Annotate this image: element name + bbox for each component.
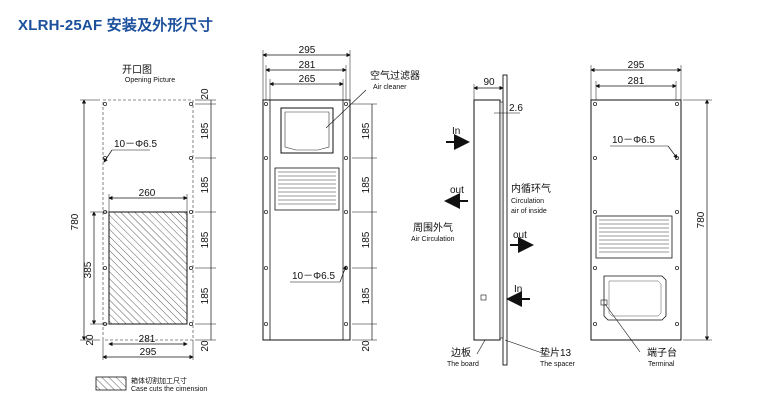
dim-cut-260: 260 bbox=[139, 188, 156, 199]
holes-callout-2: 10－Φ6.5 bbox=[292, 271, 335, 282]
opening-label-en: Opening Picture bbox=[125, 77, 175, 84]
air-cleaner-en: Air cleaner bbox=[373, 84, 407, 91]
dim-bottom-295: 295 bbox=[140, 347, 157, 358]
legend: 箱体切割加工尺寸 Case cuts the cimension bbox=[95, 376, 207, 393]
rear-louvers bbox=[595, 215, 673, 259]
front-right-dim-2: 185 bbox=[361, 176, 372, 193]
air-cleaner-cn: 空气过滤器 bbox=[370, 69, 420, 82]
front-right-dim-4: 185 bbox=[361, 287, 372, 304]
dim-height-780: 780 bbox=[70, 213, 81, 230]
side-body bbox=[473, 99, 501, 341]
inner-circ-cn: 内循环气 bbox=[511, 182, 551, 195]
inner-circ-en2: air of inside bbox=[511, 208, 547, 215]
rear-view: 295 281 bbox=[590, 60, 712, 368]
rear-dim-281: 281 bbox=[628, 76, 645, 87]
page-title: XLRH-25AF 安装及外形尺寸 bbox=[18, 17, 214, 34]
front-louvers bbox=[274, 167, 340, 211]
side-board bbox=[502, 74, 508, 366]
terminal-block bbox=[600, 299, 608, 306]
side-dim-90: 90 bbox=[483, 77, 495, 88]
unit-outline-dashed bbox=[102, 99, 194, 341]
side-spacer bbox=[499, 101, 504, 339]
spacer-en: The spacer bbox=[540, 361, 576, 368]
dim-bottom-281: 281 bbox=[139, 334, 156, 345]
right-dim-1: 20 bbox=[200, 88, 211, 100]
in-label-2: In bbox=[514, 284, 522, 295]
front-dim-295: 295 bbox=[299, 45, 316, 56]
opening-view: 开口图 Opening Picture 780 385 260 28 bbox=[70, 64, 216, 360]
terminal-cn: 端子台 bbox=[647, 346, 677, 359]
holes-callout-3: 10－Φ6.5 bbox=[612, 135, 655, 146]
air-cleaner-frame bbox=[280, 107, 334, 154]
outer-air-cn: 周围外气 bbox=[413, 221, 453, 234]
rear-dim-780: 780 bbox=[696, 211, 707, 228]
in-label-1: In bbox=[452, 126, 460, 137]
cut-area-hatched bbox=[108, 211, 188, 325]
rear-dim-295: 295 bbox=[628, 60, 645, 71]
board-en: The board bbox=[447, 361, 479, 368]
holes-callout-1: 10－Φ6.5 bbox=[114, 139, 157, 150]
terminal-en: Terminal bbox=[648, 361, 675, 368]
out-label-2: out bbox=[513, 230, 527, 241]
opening-label-cn: 开口图 bbox=[122, 64, 152, 76]
out-label-1: out bbox=[450, 185, 464, 196]
outer-air-en: Air Circulation bbox=[411, 236, 455, 243]
front-right-dim-3: 185 bbox=[361, 231, 372, 248]
front-dim-281: 281 bbox=[299, 60, 316, 71]
front-right-dim-5: 20 bbox=[361, 340, 372, 352]
front-body bbox=[262, 99, 351, 341]
legend-en: Case cuts the cimension bbox=[131, 386, 207, 393]
right-dim-5: 185 bbox=[200, 287, 211, 304]
side-dim-2-6: 2.6 bbox=[509, 103, 523, 114]
dim-bottom-20: 20 bbox=[85, 334, 96, 346]
inner-circ-en1: Circulation bbox=[511, 198, 544, 205]
right-dim-6: 20 bbox=[200, 340, 211, 352]
front-view: 295 281 265 bbox=[262, 45, 420, 352]
spacer-cn: 垫片13 bbox=[540, 346, 572, 359]
right-dim-4: 185 bbox=[200, 231, 211, 248]
board-cn: 边板 bbox=[451, 346, 471, 359]
front-right-dim-1: 185 bbox=[361, 122, 372, 139]
front-dim-265: 265 bbox=[299, 74, 316, 85]
right-dim-2: 185 bbox=[200, 122, 211, 139]
legend-swatch bbox=[95, 376, 127, 391]
rear-fan-cover bbox=[603, 275, 667, 321]
dim-cut-385: 385 bbox=[83, 261, 94, 278]
legend-cn: 箱体切割加工尺寸 bbox=[131, 376, 187, 385]
mounting-holes-front bbox=[263, 102, 348, 326]
side-view: 90 2.6 In out 内循环气 Circulation air of in… bbox=[411, 74, 576, 368]
right-dim-3: 185 bbox=[200, 176, 211, 193]
